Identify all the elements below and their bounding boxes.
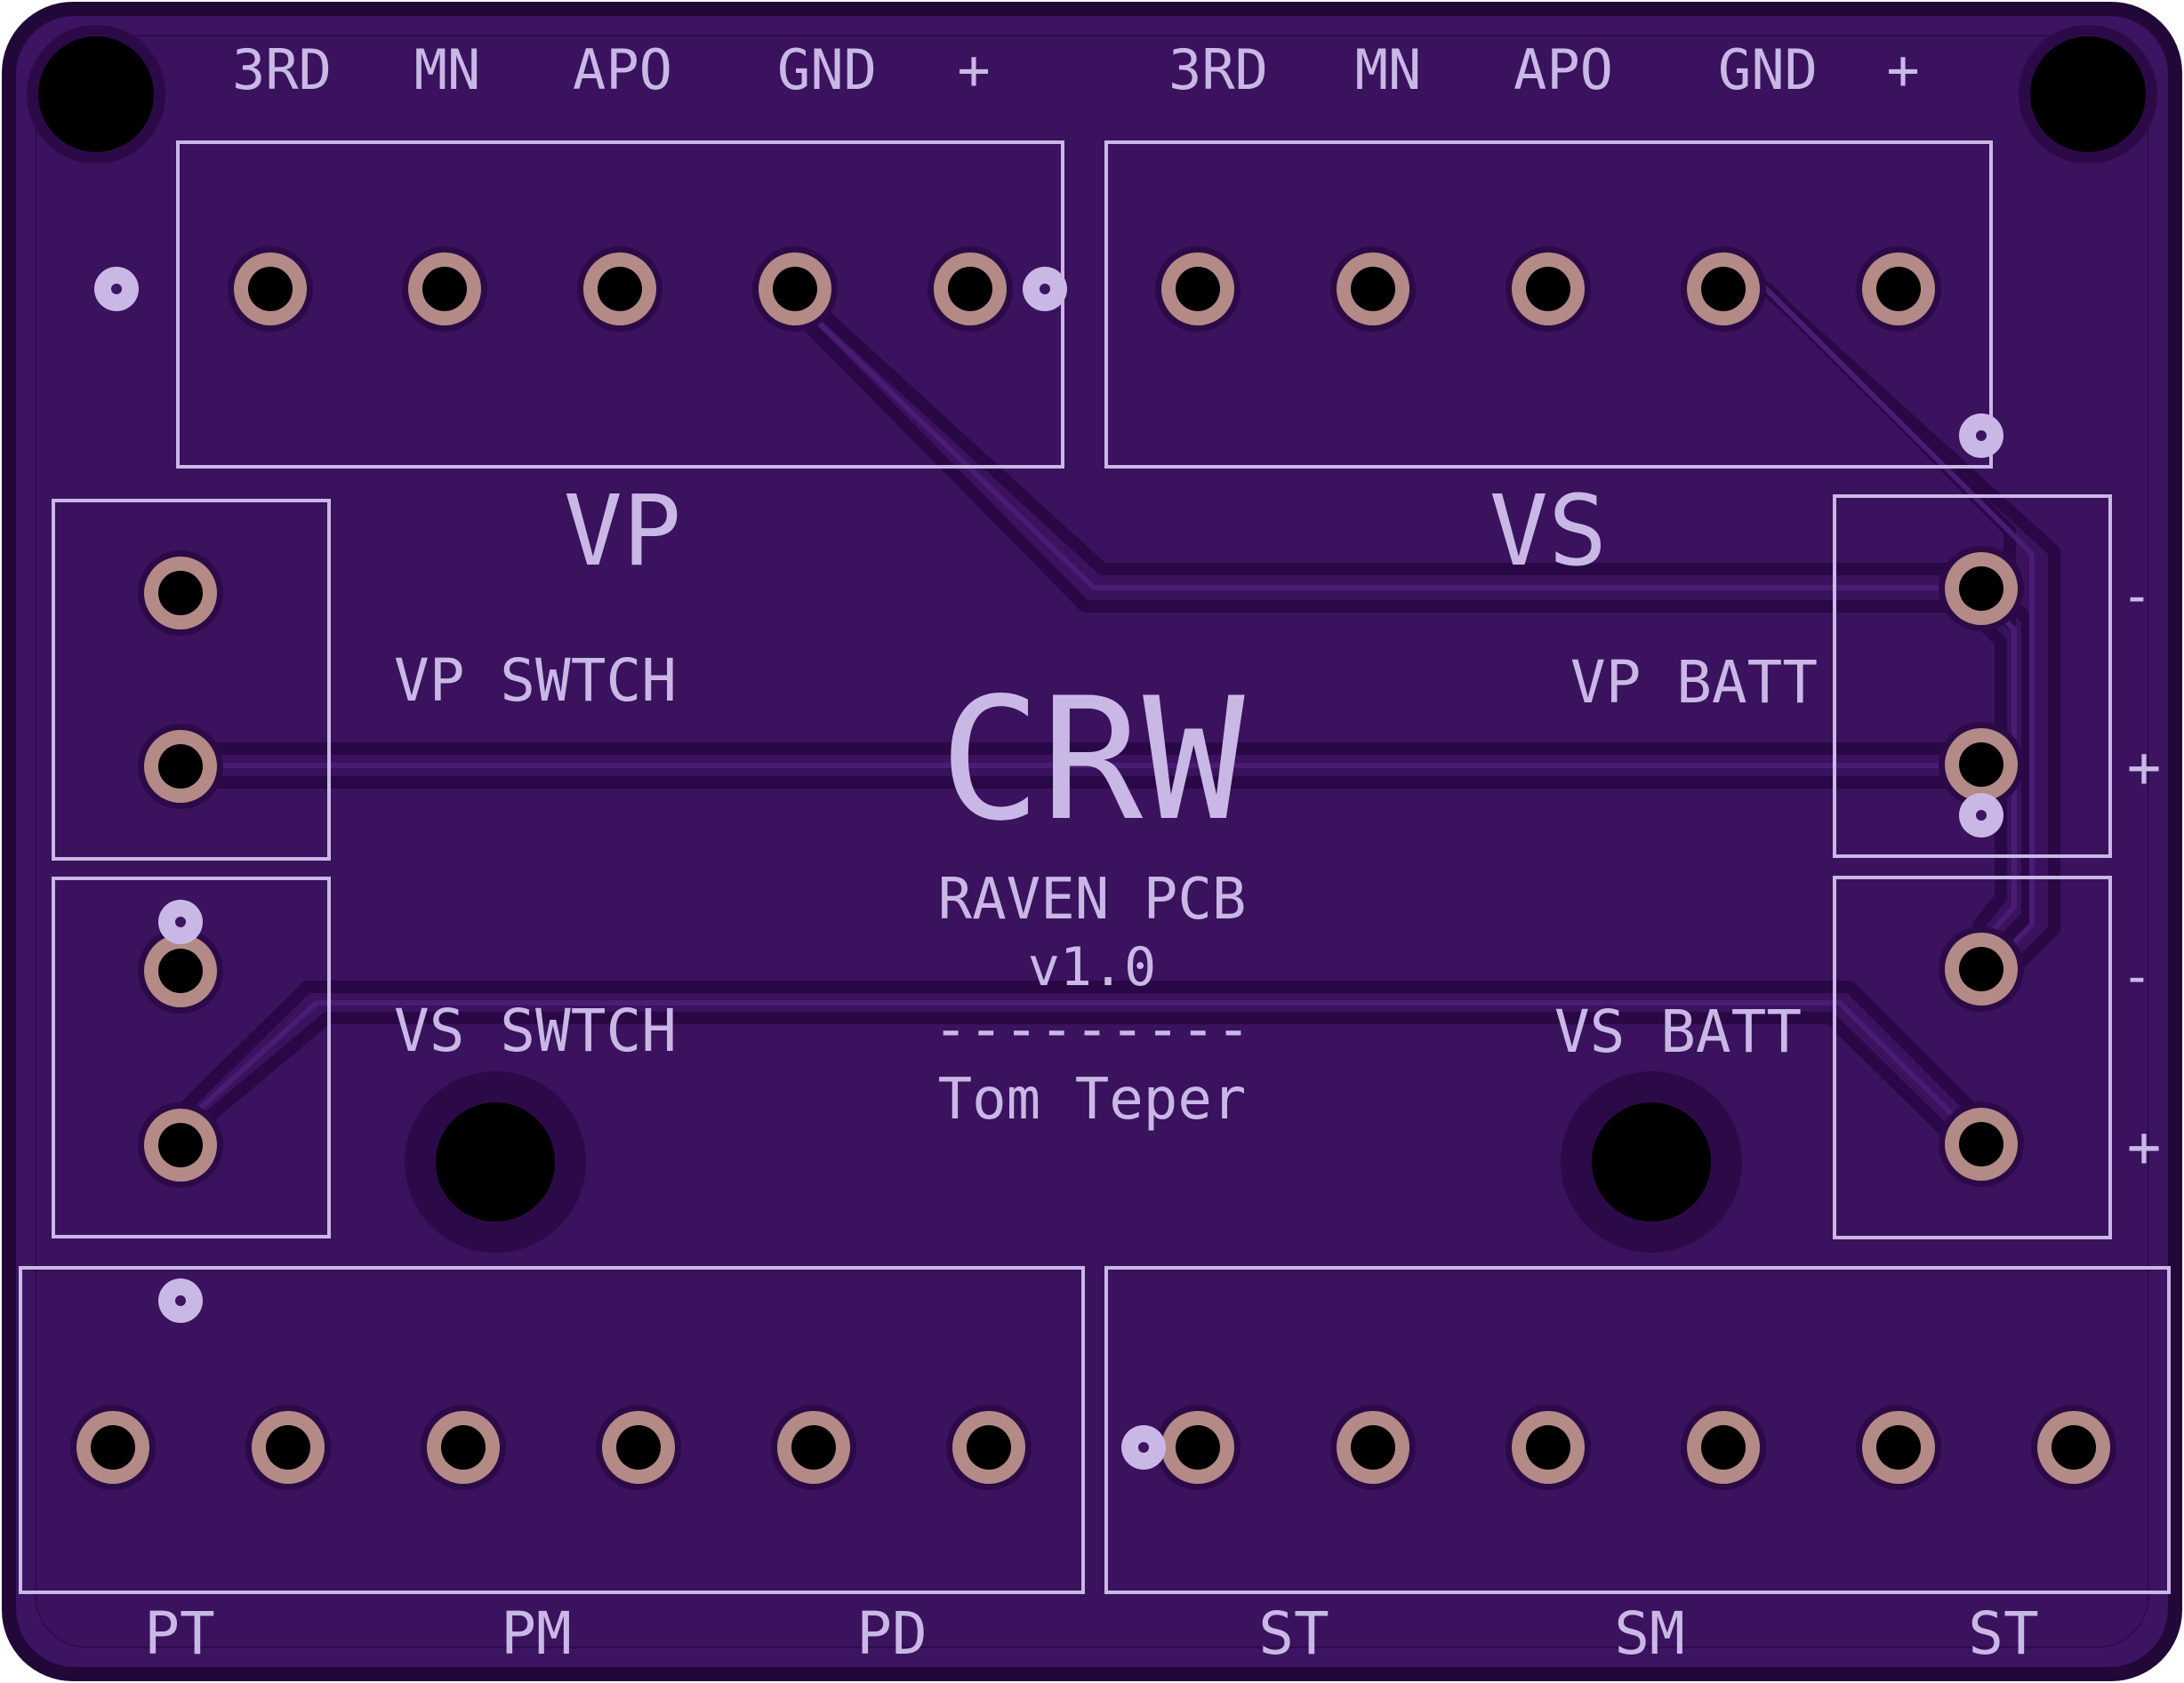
vp-pin-label-mn: MN [414, 37, 481, 102]
vs-batt-plus-label: + [2127, 1115, 2162, 1181]
vp-switch-pad-2 [138, 724, 223, 809]
vp-pin-label-gnd: GND [777, 37, 877, 102]
vs-switch-pad-1 [138, 928, 223, 1014]
vs-header-pad-2 [1330, 246, 1416, 332]
vs-pin-label-gnd: GND [1718, 37, 1818, 102]
bottom-label-pt: PT [144, 1599, 214, 1668]
vs-header-outline [1104, 140, 1993, 469]
board-version: v1.0 [1028, 936, 1157, 998]
bottom-left-pad-6 [946, 1405, 1032, 1490]
vp-batt-plus-label: + [2127, 735, 2162, 801]
vp-header-pad-1 [228, 246, 313, 332]
board-name: RAVEN PCB [938, 867, 1247, 933]
pads [70, 246, 2116, 1490]
trace-gnd-vs-b [1737, 262, 2060, 975]
vp-pin-label-apo: APO [573, 37, 672, 102]
via-1 [94, 267, 139, 311]
vp-switch-outline [52, 499, 331, 861]
via-7 [1121, 1425, 1166, 1470]
vp-pin-label-3rd: 3RD [232, 37, 332, 102]
vp-header-pad-2 [402, 246, 487, 332]
vp-batt-pad-minus [1939, 546, 2024, 631]
vp-header-label: VP [564, 474, 681, 588]
title-divider: --------- [933, 995, 1251, 1063]
bottom-right-pad-1 [1155, 1405, 1241, 1490]
bottom-label-st-left: ST [1258, 1599, 1329, 1668]
vs-header-pad-5 [1856, 246, 1941, 332]
vs-batt-minus-label: - [2122, 946, 2153, 1006]
bottom-left-pad-1 [70, 1405, 156, 1490]
vs-header-pad-1 [1155, 246, 1241, 332]
vp-batt-minus-label: - [2122, 565, 2153, 626]
bottom-left-pad-5 [771, 1405, 856, 1490]
bottom-left-pad-2 [245, 1405, 331, 1490]
vias [94, 267, 2003, 1470]
trace-vs-plus-b [197, 1012, 1963, 1149]
bottom-right-pad-6 [2031, 1405, 2116, 1490]
vs-header-pad-3 [1506, 246, 1591, 332]
bottom-right-pad-5 [1856, 1405, 1941, 1490]
vs-pin-label-plus: + [1886, 37, 1919, 102]
bottom-left-pad-3 [421, 1405, 506, 1490]
vp-batt-label: VP BATT [1570, 648, 1818, 717]
vp-batt-pad-plus [1939, 722, 2024, 807]
silkscreen-text: 3RD MN APO GND + 3RD MN APO GND + VP VS … [144, 37, 2161, 1668]
author-name: Tom Teper [938, 1067, 1247, 1133]
via-6 [158, 1278, 203, 1323]
bottom-label-pd: PD [856, 1599, 927, 1668]
mounting-holes [27, 25, 2157, 1253]
vs-pin-label-3rd: 3RD [1168, 37, 1268, 102]
trace-vs-plus-a [174, 981, 1985, 1122]
bottom-label-pm: PM [501, 1599, 571, 1668]
vp-header-outline [176, 140, 1064, 469]
vs-batt-pad-minus [1939, 926, 2024, 1012]
via-4 [1959, 793, 2003, 837]
vp-pin-label-plus: + [957, 37, 990, 102]
vp-header-pad-4 [752, 246, 838, 332]
vp-switch-pad-1 [138, 550, 223, 636]
bottom-right-pad-3 [1506, 1405, 1591, 1490]
via-5 [158, 900, 203, 944]
via-2 [1023, 267, 1067, 311]
via-3 [1959, 413, 2003, 458]
vs-pin-label-apo: APO [1514, 37, 1613, 102]
bottom-label-sm: SM [1614, 1599, 1684, 1668]
vp-switch-label: VP SWTCH [394, 646, 677, 715]
vs-switch-pad-2 [138, 1102, 223, 1188]
logo-text: CRW [939, 661, 1245, 858]
bottom-label-st-right: ST [1968, 1599, 2038, 1668]
traces [172, 262, 2060, 1149]
vp-header-pad-3 [577, 246, 662, 332]
bottom-right-pad-4 [1681, 1405, 1766, 1490]
vs-batt-label: VS BATT [1554, 998, 1802, 1066]
vs-switch-label: VS SWTCH [394, 997, 677, 1065]
vp-header-pad-5 [927, 246, 1013, 332]
vs-pin-label-mn: MN [1355, 37, 1422, 102]
vs-switch-outline [52, 877, 331, 1238]
bottom-left-outline [19, 1266, 1085, 1594]
vp-batt-outline [1833, 494, 2112, 858]
bottom-left-pad-4 [596, 1405, 681, 1490]
vs-batt-outline [1833, 876, 2112, 1239]
vs-batt-pad-plus [1939, 1102, 2024, 1187]
bottom-right-pad-2 [1330, 1405, 1416, 1490]
connector-outlines [19, 140, 2171, 1594]
vs-header-label: VS [1489, 474, 1607, 588]
vs-header-pad-4 [1681, 246, 1766, 332]
bottom-right-outline [1104, 1266, 2171, 1594]
